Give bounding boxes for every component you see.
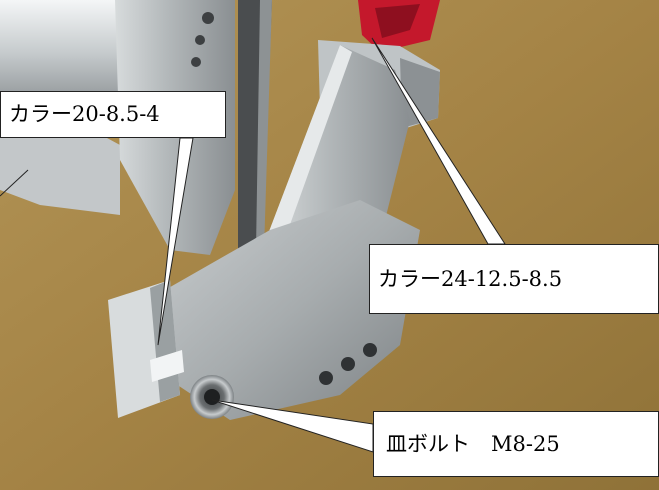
callout-collar-20: カラー20-8.5-4 bbox=[0, 91, 226, 138]
plate-hole bbox=[363, 343, 377, 357]
top-nut-shade bbox=[400, 58, 440, 128]
callout-label: 皿ボルト M8-25 bbox=[386, 431, 560, 456]
main-arm-edge bbox=[262, 45, 352, 258]
stray-pointer-line bbox=[0, 169, 29, 197]
background-tube bbox=[0, 0, 120, 105]
callout-collar-24: カラー24-12.5-8.5 bbox=[369, 244, 659, 314]
vertical-rod-highlight bbox=[256, 0, 272, 250]
bolt-socket bbox=[204, 389, 220, 405]
collar-band bbox=[150, 350, 184, 382]
red-part-shade bbox=[375, 4, 420, 38]
plate-hole bbox=[341, 357, 355, 371]
block-hole bbox=[191, 57, 201, 67]
lower-plate bbox=[165, 200, 420, 420]
callout-label: カラー24-12.5-8.5 bbox=[378, 266, 563, 291]
callout-countersunk-bolt: 皿ボルト M8-25 bbox=[373, 411, 659, 477]
pointer-callout-1 bbox=[157, 137, 194, 346]
background-tube-lower bbox=[0, 118, 120, 215]
block-hole bbox=[202, 12, 214, 24]
callout-label: カラー20-8.5-4 bbox=[9, 102, 160, 126]
plate-hole bbox=[319, 371, 333, 385]
block-hole bbox=[195, 35, 205, 45]
